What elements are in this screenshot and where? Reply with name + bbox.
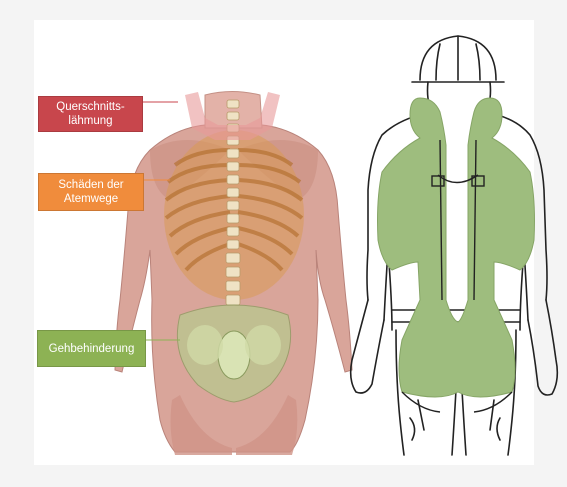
hard-hat-icon [412,36,504,82]
spinal-injury-label: Querschnitts-lähmung [38,96,143,132]
harness-padding-area [378,98,535,397]
walking-impairment-label: Gehbehinderung [37,330,146,367]
anatomy-back-illustration [115,92,352,456]
